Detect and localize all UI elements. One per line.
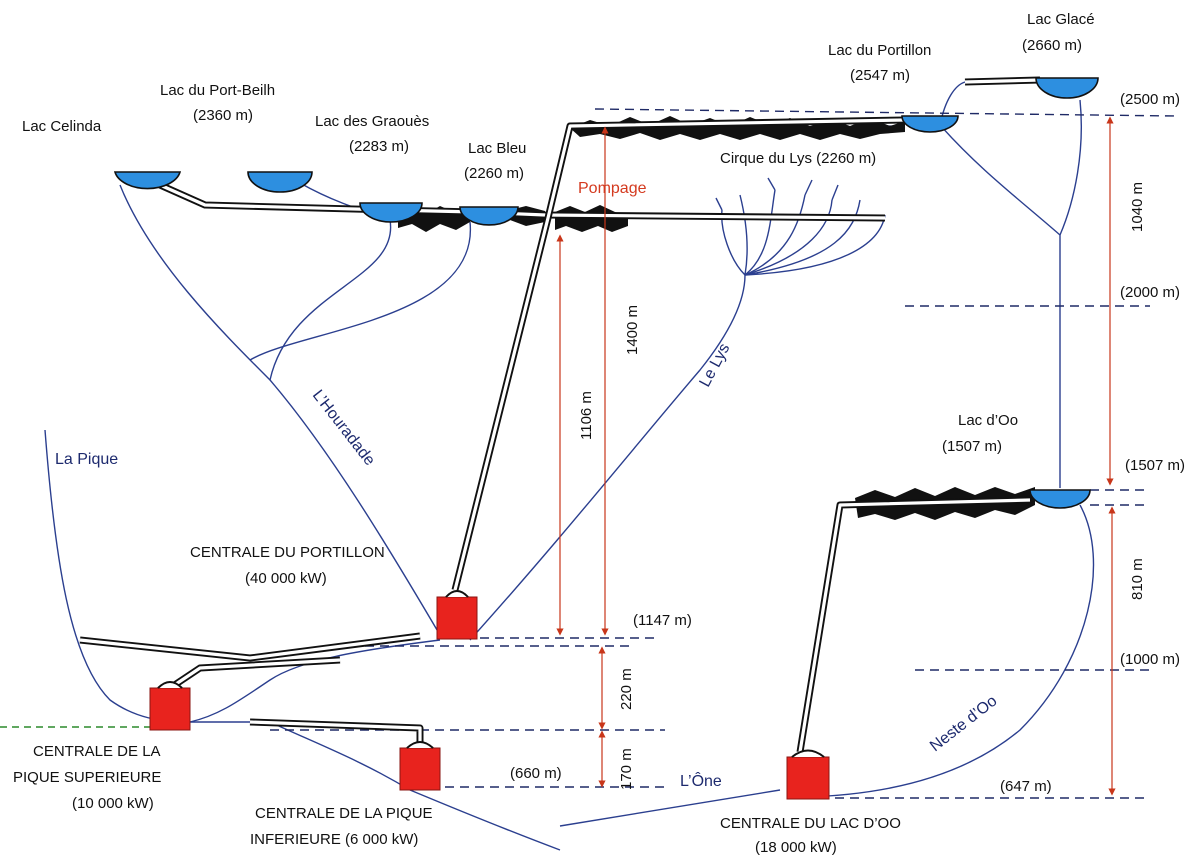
power-plants xyxy=(149,590,830,800)
rivers xyxy=(44,81,1095,851)
level-647: (647 m) xyxy=(1000,778,1052,795)
river-one xyxy=(559,789,781,827)
level-1000: (1000 m) xyxy=(1120,651,1180,668)
lake-port-beilh-alt: (2360 m) xyxy=(193,107,253,124)
lake-celinda-name: Lac Celinda xyxy=(22,118,102,135)
lake-glace xyxy=(1035,77,1099,99)
lake-glace-alt: (2660 m) xyxy=(1022,37,1082,54)
level-1507: (1507 m) xyxy=(1125,457,1185,474)
label-le-lys: Le Lys xyxy=(697,341,734,390)
plant-lac-oo-name: CENTRALE DU LAC D’OO xyxy=(720,815,901,832)
dimension-labels: 1106 m 1400 m 220 m 170 m 1040 m 810 m xyxy=(578,182,1146,790)
lake-portillon xyxy=(901,115,959,133)
plant-pique-superieure xyxy=(149,687,191,731)
level-2000: (2000 m) xyxy=(1120,284,1180,301)
river-portillon-to-oo xyxy=(939,99,1082,488)
plant-pique-inferieure xyxy=(399,747,441,791)
level-660: (660 m) xyxy=(510,765,562,782)
dim-220: 220 m xyxy=(618,668,635,710)
dim-170: 170 m xyxy=(618,748,635,790)
plant-pique-inf-line2: INFERIEURE (6 000 kW) xyxy=(250,831,418,848)
label-la-pique: La Pique xyxy=(55,451,118,468)
lake-graoues xyxy=(359,202,423,223)
pumping-label: Pompage xyxy=(578,180,647,197)
lake-labels: Lac Celinda Lac du Port-Beilh (2360 m) L… xyxy=(22,11,1095,455)
cirque-du-lys-label: Cirque du Lys (2260 m) xyxy=(720,150,876,167)
plant-pique-sup-line1: CENTRALE DE LA xyxy=(33,743,161,760)
river-le-lys-tributaries xyxy=(715,177,886,276)
dim-1400: 1400 m xyxy=(624,305,641,355)
lake-glace-name: Lac Glacé xyxy=(1027,11,1095,28)
dim-810: 810 m xyxy=(1129,558,1146,600)
plant-portillon-name: CENTRALE DU PORTILLON xyxy=(190,544,385,561)
river-le-lys xyxy=(469,274,746,641)
plant-lac-oo xyxy=(786,756,830,800)
lakes xyxy=(113,77,1099,509)
plant-portillon-power: (40 000 kW) xyxy=(245,570,327,587)
lake-oo-alt: (1507 m) xyxy=(942,438,1002,455)
plant-pique-inf-line1: CENTRALE DE LA PIQUE xyxy=(255,805,433,822)
plant-portillon xyxy=(436,596,478,640)
label-neste-oo: Neste d’Oo xyxy=(927,692,1001,755)
level-2500: (2500 m) xyxy=(1120,91,1180,108)
lake-bleu-name: Lac Bleu xyxy=(468,140,526,157)
level-labels: (2500 m) (2000 m) (1507 m) (1147 m) (100… xyxy=(510,91,1185,795)
lake-bleu xyxy=(459,206,519,226)
river-neste-oo xyxy=(804,504,1095,798)
lake-graoues-alt: (2283 m) xyxy=(349,138,409,155)
lake-port-beilh xyxy=(247,171,313,193)
plant-pique-sup-power: (10 000 kW) xyxy=(72,795,154,812)
plant-pique-sup-line2: PIQUE SUPERIEURE xyxy=(13,769,161,786)
plant-labels: CENTRALE DU PORTILLON (40 000 kW) CENTRA… xyxy=(13,544,901,856)
label-one: L’Ône xyxy=(680,771,722,790)
lake-oo xyxy=(1029,489,1091,509)
label-hourradade: L’Houradade xyxy=(309,387,378,469)
level-1147: (1147 m) xyxy=(633,612,692,629)
height-dimensions xyxy=(556,116,1116,796)
dim-1040: 1040 m xyxy=(1129,182,1146,232)
lake-portillon-alt: (2547 m) xyxy=(850,67,910,84)
dim-1106: 1106 m xyxy=(578,391,595,440)
lake-celinda xyxy=(113,171,182,190)
lake-bleu-alt: (2260 m) xyxy=(464,165,524,182)
lake-oo-name: Lac d’Oo xyxy=(958,412,1018,429)
lake-portillon-name: Lac du Portillon xyxy=(828,42,931,59)
lake-graoues-name: Lac des Graouès xyxy=(315,113,429,130)
plant-lac-oo-power: (18 000 kW) xyxy=(755,839,837,856)
river-hourradade xyxy=(119,184,441,636)
lake-port-beilh-name: Lac du Port-Beilh xyxy=(160,82,275,99)
